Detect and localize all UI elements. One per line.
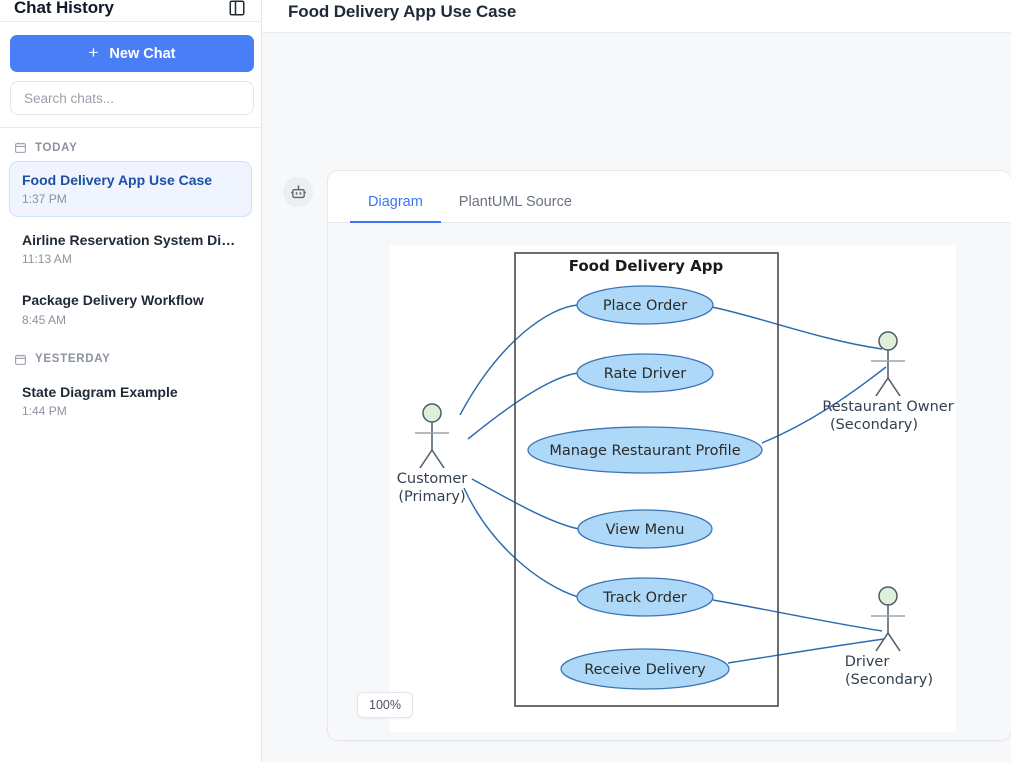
use-case-label: Receive Delivery [584,662,706,678]
use-cases: Place Order Rate Driver Manage Restauran… [527,285,763,690]
group-label-text: YESTERDAY [35,353,111,366]
use-case-label: View Menu [606,522,685,538]
calendar-icon [15,142,26,153]
use-case-label: Place Order [603,298,687,314]
robot-icon [283,177,313,207]
link-owner-place-order [711,306,883,350]
actor-role: (Secondary) [830,417,918,433]
plus-icon: + [88,43,99,62]
boundary-label: Food Delivery App [569,257,724,275]
use-case-view-menu[interactable]: View Menu [577,509,713,549]
chat-history-sidebar: Chat History + New Chat [0,0,262,762]
actor-customer[interactable]: Customer (Primary) [397,403,467,505]
diagram-surface[interactable]: Food Delivery App Place Order [390,245,956,732]
chat-item-title: Package Delivery Workflow [22,292,204,309]
chat-item-title: Food Delivery App Use Case [22,172,213,188]
tab-diagram[interactable]: Diagram [350,194,441,223]
link-driver-receive-delivery [727,638,885,664]
chat-item-time: 8:45 AM [22,312,67,327]
uml-use-case-diagram: Food Delivery App Place Order [397,252,954,707]
link-customer-rate-driver [467,372,579,440]
page-title: Food Delivery App Use Case [288,2,517,21]
chat-item-time: 1:37 PM [22,192,67,207]
actor-name: Driver [845,654,890,670]
sidebar-header: Chat History [0,0,261,22]
chat-item-title: Airline Reservation System Dia... [22,232,239,249]
chat-item-title: State Diagram Example [22,383,178,400]
main-content: Food Delivery App Use Case Di [262,0,1011,762]
link-customer-view-menu [471,478,580,530]
artifact-tabbar: Diagram PlantUML Source [328,171,1011,223]
use-case-place-order[interactable]: Place Order [576,285,714,325]
actor-role: (Primary) [398,489,465,505]
diagram-canvas[interactable]: 100% [328,223,1011,740]
use-case-track-order[interactable]: Track Order [576,577,714,617]
sidebar-title: Chat History [14,0,114,17]
actor-role: (Secondary) [845,672,933,688]
use-case-label: Manage Restaurant Profile [549,443,740,459]
panel-left-icon[interactable] [227,0,247,18]
tab-plantuml-source[interactable]: PlantUML Source [458,194,572,210]
use-case-receive-delivery[interactable]: Receive Delivery [560,648,730,690]
sidebar-actions: + New Chat [0,22,261,72]
use-case-rate-driver[interactable]: Rate Driver [576,353,714,393]
group-label-text: TODAY [35,141,78,154]
actor-name: Restaurant Owner [822,399,953,415]
artifact-card: Diagram PlantUML Source 100% [327,170,1011,741]
new-chat-label: New Chat [109,45,176,62]
search-container [0,72,261,127]
conversation-area: Diagram PlantUML Source 100% [262,33,1011,762]
search-input[interactable] [10,81,254,115]
link-customer-track-order [463,487,579,598]
chat-list[interactable]: TODAY Food Delivery App Use Case 1:37 PM… [0,127,261,762]
association-links [459,304,887,664]
system-boundary: Food Delivery App [514,252,779,707]
actor-driver[interactable]: Driver (Secondary) [845,586,933,688]
group-label-today: TODAY [0,130,261,161]
group-label-yesterday: YESTERDAY [0,342,261,373]
use-case-manage-restaurant-profile[interactable]: Manage Restaurant Profile [527,426,763,474]
chat-item-time: 11:13 AM [22,252,72,267]
chat-item-food-delivery[interactable]: Food Delivery App Use Case 1:37 PM [9,161,252,218]
zoom-level-badge[interactable]: 100% [357,692,413,718]
chat-item-state-diagram[interactable]: State Diagram Example 1:44 PM [9,373,252,429]
chat-item-package-delivery[interactable]: Package Delivery Workflow 8:45 AM [9,281,252,337]
link-customer-place-order [459,304,579,416]
new-chat-button[interactable]: + New Chat [10,35,254,72]
actor-restaurant-owner[interactable]: Restaurant Owner (Secondary) [822,331,954,433]
link-driver-track-order [712,599,883,632]
assistant-message-row: Diagram PlantUML Source 100% [262,33,1011,741]
main-header: Food Delivery App Use Case [262,0,1011,33]
calendar-icon [15,354,26,365]
use-case-label: Rate Driver [604,366,687,382]
actor-name: Customer [397,471,467,487]
use-case-label: Track Order [602,590,687,606]
chat-item-time: 1:44 PM [22,403,67,418]
chat-item-airline-reservation[interactable]: Airline Reservation System Dia... 11:13 … [9,221,252,277]
